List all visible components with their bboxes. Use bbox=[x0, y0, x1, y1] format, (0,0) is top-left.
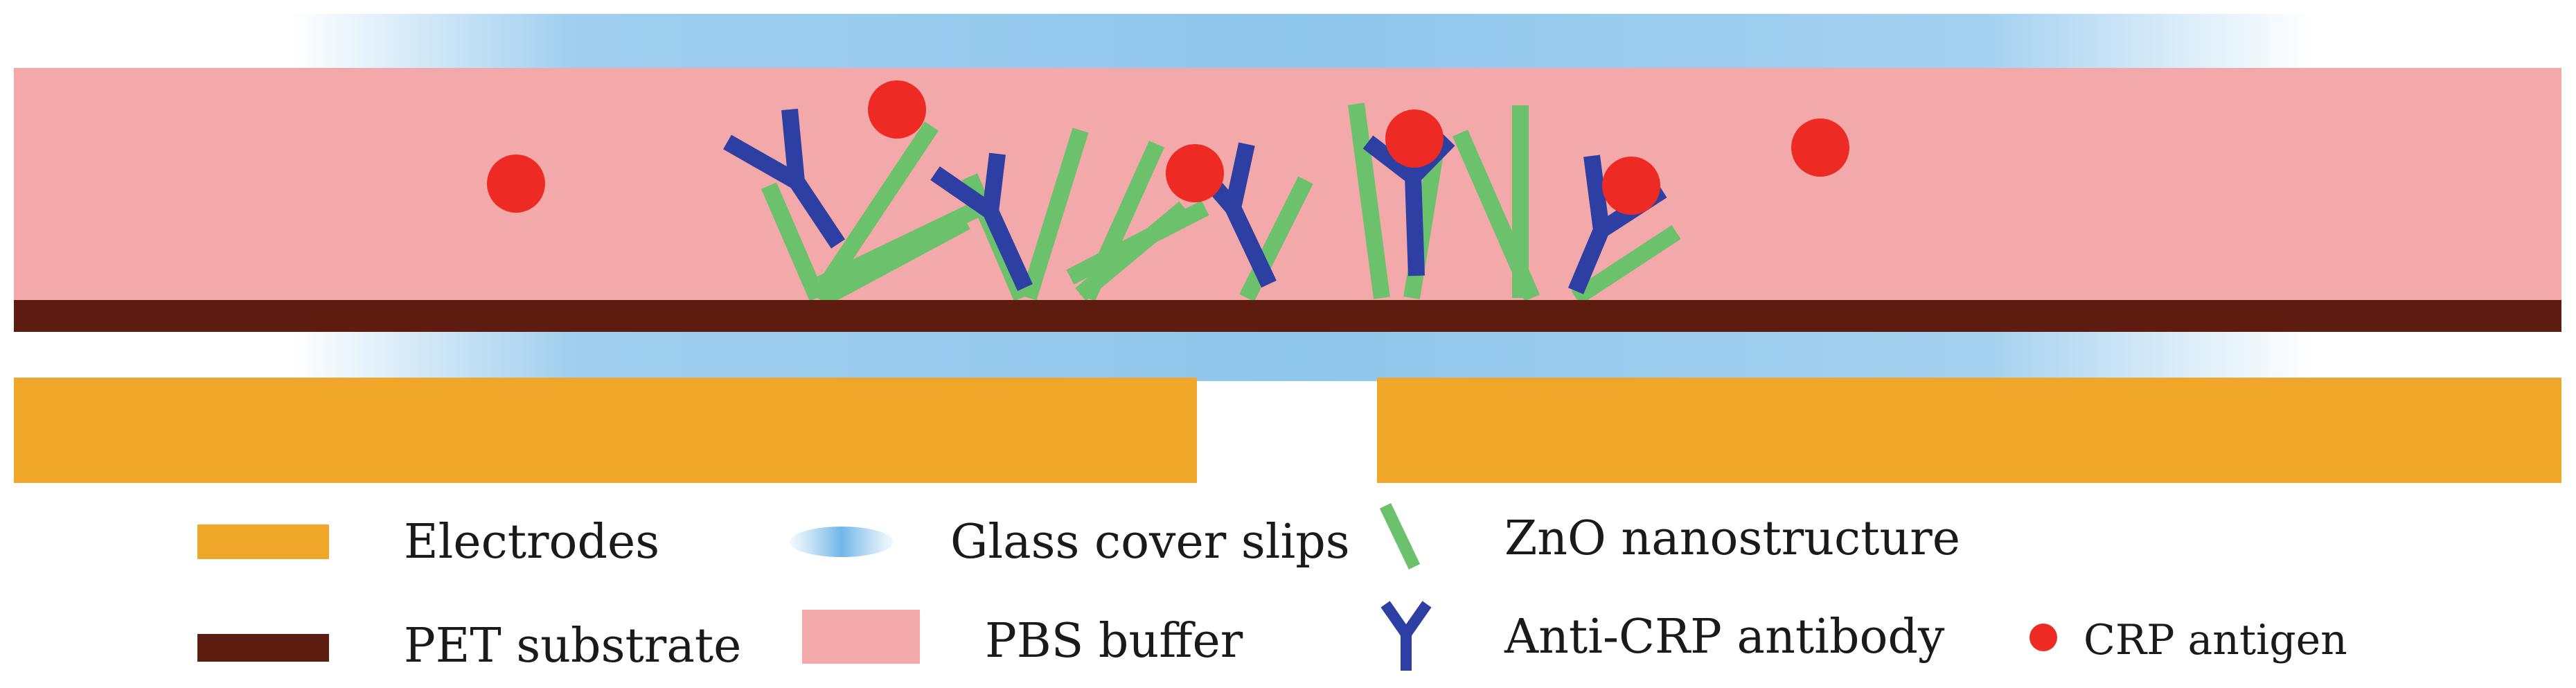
red-dot-icon bbox=[2029, 624, 2057, 651]
glass-cover-slip-top bbox=[291, 14, 2313, 69]
crp-antigen bbox=[1791, 118, 1849, 177]
electrodes-label: Electrodes bbox=[404, 515, 659, 570]
pet-substrate-label: PET substrate bbox=[404, 619, 741, 673]
zno-rod bbox=[1348, 103, 1390, 299]
crp-antigens bbox=[487, 80, 1849, 215]
antibody bbox=[930, 152, 1033, 291]
legend: Electrodes PET substrate Glass cover sli… bbox=[197, 503, 2347, 673]
glass-cover-slip-bottom bbox=[291, 326, 2313, 381]
pbs-buffer-swatch bbox=[802, 610, 920, 664]
electrodes bbox=[14, 378, 2561, 483]
pet-substrate-swatch bbox=[197, 634, 329, 662]
antibody bbox=[723, 108, 845, 249]
glass-cover-slips-label: Glass cover slips bbox=[950, 515, 1350, 570]
pbs-buffer-label: PBS buffer bbox=[985, 614, 1243, 669]
zno-rod bbox=[1453, 130, 1540, 301]
zno-rod bbox=[1020, 127, 1089, 301]
glass-cover-slips bbox=[291, 14, 2313, 381]
blue-y-antibody-icon bbox=[1380, 601, 1432, 671]
electrodes-swatch bbox=[197, 524, 329, 559]
zno-rod bbox=[761, 182, 826, 301]
pbs-buffer-layer bbox=[14, 68, 2561, 303]
green-rod-icon bbox=[1379, 503, 1421, 570]
anti-crp-antibody-label: Anti-CRP antibody bbox=[1504, 610, 1945, 664]
electrode-left bbox=[14, 378, 1197, 483]
antibody bbox=[1205, 142, 1277, 288]
zno-rod bbox=[1239, 176, 1313, 302]
crp-antigen bbox=[868, 80, 926, 139]
crp-antigen bbox=[1385, 109, 1444, 168]
crp-antigen-label: CRP antigen bbox=[2084, 616, 2347, 664]
glass-cover-slips-swatch bbox=[790, 527, 894, 557]
crp-antigen bbox=[1166, 144, 1224, 202]
zno-nanostructure-label: ZnO nanostructure bbox=[1504, 511, 1960, 566]
electrode-right bbox=[1377, 378, 2561, 483]
zno-rod bbox=[817, 202, 981, 292]
zno-rod bbox=[1571, 224, 1681, 306]
zno-rod bbox=[1066, 200, 1209, 285]
crp-antigen bbox=[1602, 157, 1660, 215]
pet-substrate-layer bbox=[14, 300, 2561, 332]
crp-antigen bbox=[487, 155, 545, 213]
